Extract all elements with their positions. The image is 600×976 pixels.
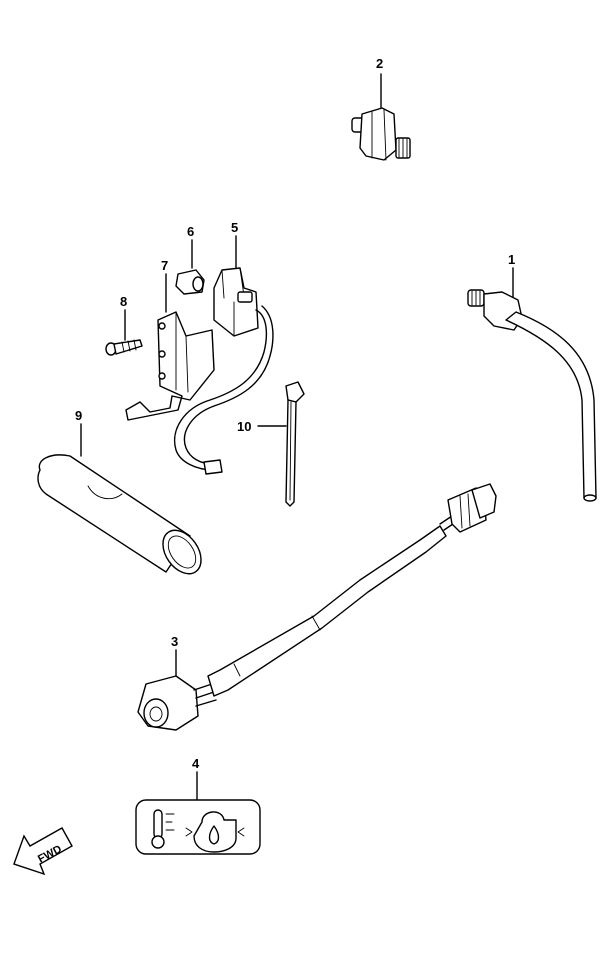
callout-7: 7 [161, 258, 168, 273]
callout-9: 9 [75, 408, 82, 423]
thermometer-icon [151, 809, 175, 849]
part-5-switch [174, 235, 274, 475]
callout-1: 1 [508, 252, 515, 267]
part-3-harness [137, 483, 497, 731]
callout-4: 4 [192, 756, 200, 771]
callout-10: 10 [237, 419, 251, 434]
part-4-label-plate [135, 771, 261, 855]
part-6-collar [175, 239, 205, 295]
callout-3: 3 [171, 634, 178, 649]
part-9-tube [37, 423, 202, 575]
part-8-screw [105, 309, 143, 356]
part-1-temp-sensor [467, 267, 597, 502]
part-2-sender [351, 73, 411, 161]
part-10-cable-tie [257, 381, 305, 507]
callout-8: 8 [120, 294, 127, 309]
part-7-bracket [125, 273, 215, 421]
forward-arrow-icon: FWD [13, 827, 73, 876]
callout-5: 5 [231, 220, 238, 235]
oil-pressure-icon [185, 811, 245, 853]
callout-6: 6 [187, 224, 194, 239]
callout-2: 2 [376, 56, 383, 71]
